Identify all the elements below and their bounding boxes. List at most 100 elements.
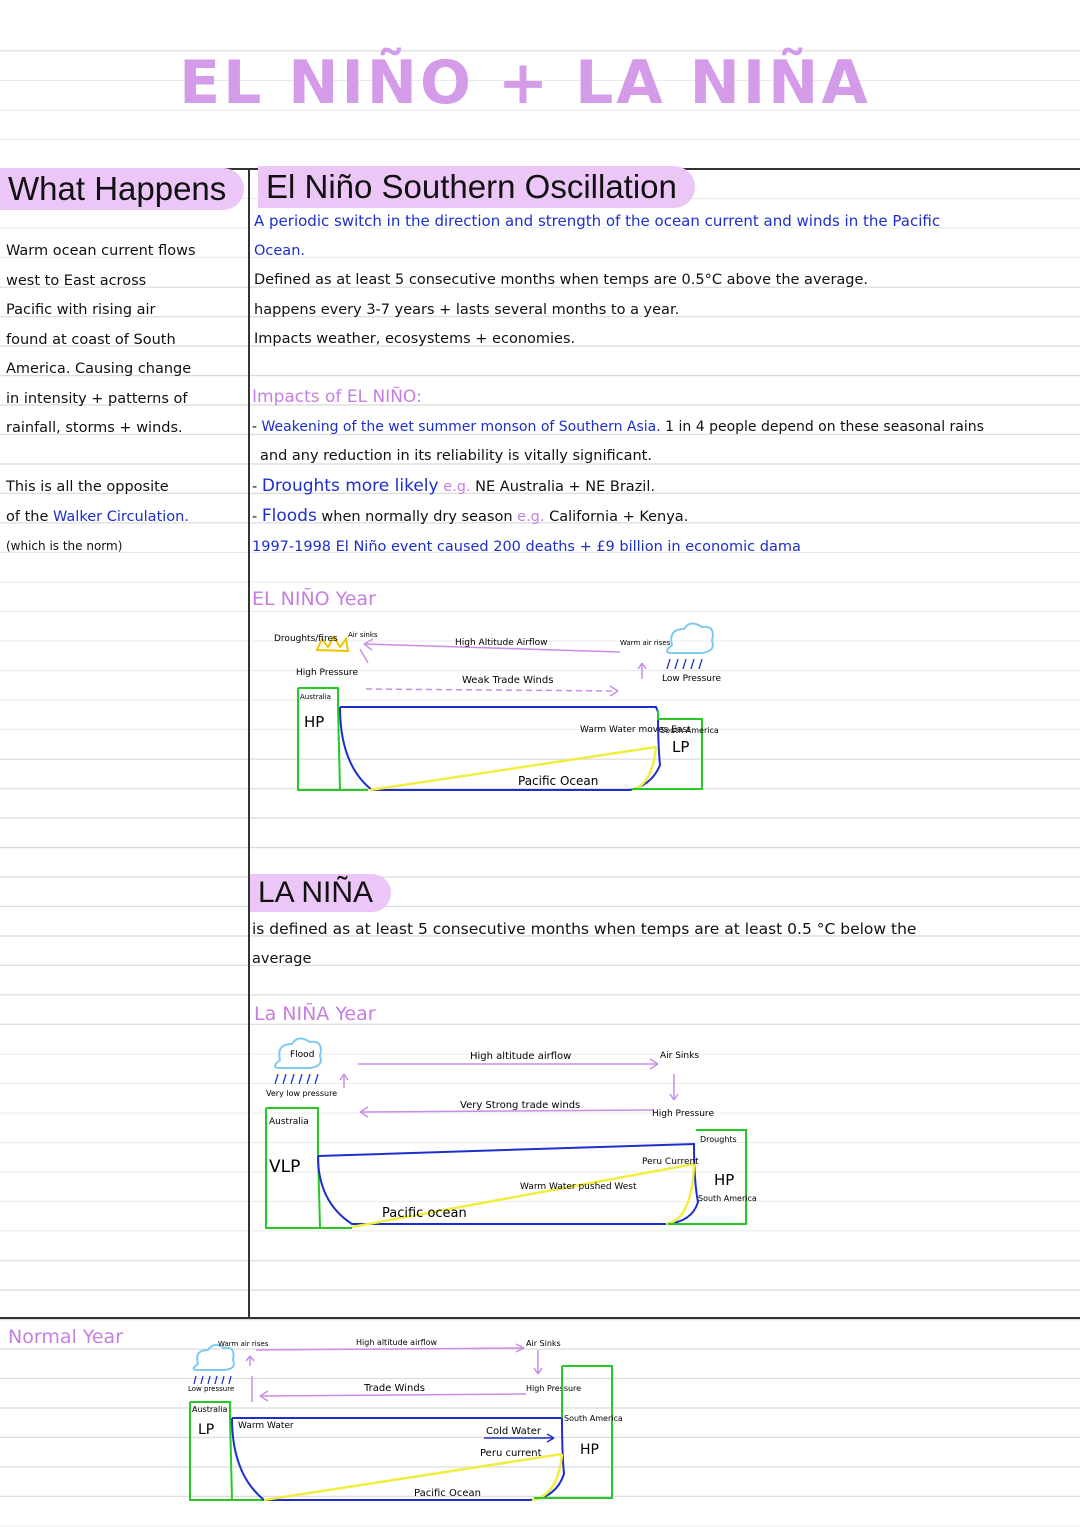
impacts-heading: Impacts of EL NIÑO:: [252, 387, 422, 407]
la-nina-definition: is defined as at least 5 consecutive mon…: [252, 920, 917, 938]
impact-1: - Weakening of the wet summer monson of …: [252, 418, 984, 435]
australia-box: [297, 688, 368, 791]
enso-text: A periodic switch in the direction and s…: [254, 207, 1072, 355]
wh-line: rainfall, storms + winds.: [6, 420, 183, 436]
thermocline: [351, 1162, 695, 1229]
wh-line: America. Causing change: [6, 361, 192, 377]
trade-winds-arrow: [259, 1393, 527, 1397]
walker-circulation: Walker Circulation.: [53, 508, 189, 525]
normal-year-diagram: Warm air rises Low pressure High altitud…: [188, 1338, 623, 1502]
air-sinks-label: Air Sinks: [526, 1339, 561, 1348]
trade-winds-label: Trade Winds: [363, 1383, 425, 1394]
very-low-pressure-label: Very low pressure: [266, 1089, 337, 1098]
hp-label: HP: [714, 1171, 734, 1189]
air-sinks-label: Air sinks: [348, 631, 378, 639]
la-nina-text: is defined as at least 5 consecutive mon…: [252, 915, 1074, 974]
bottom-divider: [0, 1317, 1080, 1319]
fire-icon: [315, 635, 350, 653]
opposite-text: This is all the opposite: [6, 479, 169, 495]
warm-water-label: Warm Water: [238, 1421, 294, 1431]
lp-label: LP: [198, 1422, 214, 1438]
south-america-label: South America: [564, 1414, 623, 1423]
droughts-label: Droughts/fires: [274, 634, 338, 644]
hp-label: HP: [580, 1442, 599, 1458]
enso-bullet: happens every 3-7 years + lasts several …: [254, 301, 680, 318]
australia-label: Australia: [192, 1405, 227, 1414]
australia-box: [189, 1402, 264, 1501]
thermocline: [369, 745, 657, 792]
pacific-ocean-label: Pacific Ocean: [518, 774, 598, 788]
high-altitude-arrow: [255, 1347, 525, 1351]
droughts-label: Droughts: [700, 1135, 737, 1144]
weak-trade-winds-label: Weak Trade Winds: [462, 675, 553, 686]
la-nina-definition-cont: average: [252, 950, 312, 967]
impact-3: - Floods when normally dry season e.g. C…: [252, 506, 689, 526]
south-america-label: South America: [660, 726, 719, 735]
impact-1-cont: and any reduction in its reliability is …: [260, 448, 652, 464]
high-pressure-label: High Pressure: [652, 1109, 714, 1119]
warm-air-rises-label: Warm air rises: [620, 639, 671, 647]
high-pressure-label: High Pressure: [526, 1384, 581, 1393]
norm-note: (which is the norm): [6, 539, 123, 553]
south-america-box: [668, 1129, 747, 1225]
australia-box: [265, 1108, 352, 1229]
lp-label: LP: [672, 738, 689, 756]
ocean-basin: [317, 1142, 700, 1225]
south-america-label: South America: [698, 1194, 757, 1203]
flood-label: Flood: [290, 1050, 314, 1060]
pacific-ocean-label: Pacific Ocean: [414, 1488, 481, 1499]
pacific-ocean-label: Pacific ocean: [382, 1206, 467, 1221]
rain-cloud-icon: [666, 622, 714, 654]
australia-label: Australia: [300, 693, 331, 701]
air-sinks-label: Air Sinks: [660, 1051, 699, 1061]
enso-bullet: Impacts weather, ecosystems + economies.: [254, 331, 576, 347]
hp-label: HP: [304, 713, 324, 731]
warm-water-label: Warm Water pushed West: [520, 1182, 637, 1192]
walker-line: of the Walker Circulation.: [6, 508, 189, 525]
la-nina-year-label: La NIÑA Year: [254, 1003, 376, 1025]
wh-line: found at coast of South: [6, 331, 176, 348]
peru-current-label: Peru Current: [642, 1157, 699, 1167]
trade-winds-arrow: [359, 1109, 655, 1113]
wh-line: Pacific with rising air: [6, 302, 156, 318]
vlp-label: VLP: [269, 1157, 300, 1177]
enso-bullet: Defined as at least 5 consecutive months…: [254, 272, 869, 288]
rain-cloud-icon: [192, 1344, 235, 1371]
ocean-basin: [339, 706, 662, 791]
column-divider: [248, 168, 250, 1318]
impact-2: - Droughts more likely e.g. NE Australia…: [252, 475, 655, 496]
el-nino-diagram: Droughts/fires Air sinks High Pressure H…: [274, 622, 721, 792]
high-pressure-label: High Pressure: [296, 668, 358, 678]
enso-definition-cont: Ocean.: [254, 242, 305, 259]
south-america-box: [632, 710, 703, 790]
la-nina-diagram: Flood Very low pressure High altitude ai…: [265, 1037, 757, 1229]
south-america-box: [534, 1365, 613, 1499]
el-nino-year-label: EL NIÑO Year: [252, 588, 376, 610]
enso-definition: A periodic switch in the direction and s…: [254, 212, 941, 230]
high-altitude-label: High altitude airflow: [356, 1338, 438, 1347]
high-altitude-label: High altitude airflow: [470, 1051, 571, 1062]
rain-cloud-icon: [274, 1037, 322, 1069]
cold-water-label: Cold Water: [486, 1426, 542, 1437]
warm-water-label: Warm Water moves East: [580, 725, 691, 735]
impact-4: 1997-1998 El Niño event caused 200 death…: [252, 538, 801, 555]
wh-line: Warm ocean current flows: [6, 243, 196, 259]
enso-heading: El Niño Southern Oscillation: [258, 166, 695, 208]
what-happens-heading: What Happens: [0, 168, 245, 210]
what-happens-text: Warm ocean current flows west to East ac…: [6, 237, 242, 562]
wh-line: in intensity + patterns of: [6, 390, 188, 407]
weak-trade-winds-arrow: [365, 688, 619, 692]
australia-label: Australia: [269, 1117, 309, 1127]
low-pressure-label: Low Pressure: [662, 674, 721, 684]
low-pressure-label: Low pressure: [188, 1385, 234, 1393]
strong-trade-winds-label: Very Strong trade winds: [460, 1100, 580, 1111]
la-nina-heading: LA NIÑA: [250, 874, 392, 912]
wh-line: west to East across: [6, 272, 147, 289]
high-altitude-arrow: [363, 643, 621, 653]
high-altitude-label: High Altitude Airflow: [455, 638, 547, 648]
impacts-section: Impacts of EL NIÑO: - Weakening of the w…: [252, 383, 1074, 562]
page-title: EL NIÑO + LA NIÑA: [179, 48, 871, 118]
thermocline: [263, 1452, 563, 1502]
peru-current-label: Peru current: [480, 1448, 542, 1459]
normal-year-label: Normal Year: [8, 1326, 124, 1348]
